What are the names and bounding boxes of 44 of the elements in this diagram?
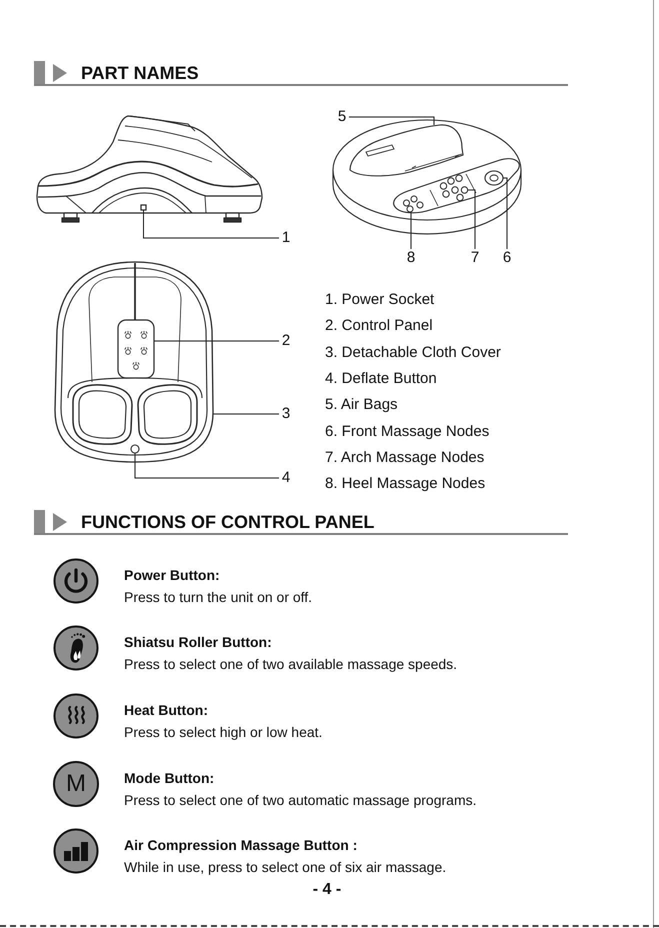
callout-number: 4 <box>279 469 293 487</box>
leader-line <box>410 212 412 250</box>
part-list-item: 3. Detachable Cloth Cover <box>325 344 501 362</box>
callout-number: 8 <box>404 249 418 267</box>
function-description: Press to select one of two automatic massage programs. <box>124 791 476 809</box>
leader-line <box>134 452 280 478</box>
air-bag <box>349 124 464 176</box>
control-panel <box>117 319 155 379</box>
front-roller <box>484 170 504 186</box>
power-socket <box>140 204 147 211</box>
function-description: Press to turn the unit on or off. <box>124 588 312 606</box>
function-heading: Heat Button: <box>124 701 208 719</box>
arch-node-cluster <box>440 174 468 202</box>
section-heading: FUNCTIONS OF CONTROL PANEL <box>81 512 374 532</box>
function-description: Press to select one of two available massage speeds. <box>124 655 458 673</box>
callout-number: 2 <box>279 332 293 350</box>
callout-number: 5 <box>335 108 349 126</box>
part-list-item: 8. Heel Massage Nodes <box>325 475 486 494</box>
heel-node-cluster <box>403 196 424 212</box>
leader-line <box>143 210 280 238</box>
function-heading: Power Button: <box>124 566 220 584</box>
callout-number: 3 <box>279 405 293 423</box>
function-heading: Shiatsu Roller Button: <box>124 633 272 651</box>
function-description: Press to select high or low heat. <box>124 723 322 741</box>
callout-number: 7 <box>468 249 482 267</box>
leader-line <box>348 116 434 126</box>
function-heading: Air Compression Massage Button : <box>124 836 358 854</box>
leader-line <box>154 340 280 342</box>
part-list-item: 2. Control Panel <box>325 317 433 336</box>
part-list-item: 7. Arch Massage Nodes <box>325 448 484 467</box>
leader-line <box>468 190 476 250</box>
part-list-item: 1. Power Socket <box>325 291 434 309</box>
function-description: While in use, press to select one of six air massage. <box>124 858 446 876</box>
function-heading: Mode Button: <box>124 769 214 787</box>
section-heading: PART NAMES <box>81 63 199 83</box>
callout-number: 1 <box>279 229 293 247</box>
mode-button-symbol: M <box>53 761 99 807</box>
deflate-button <box>130 444 140 454</box>
page-number: - 4 - <box>312 881 342 899</box>
part-list-item: 5. Air Bags <box>325 396 398 414</box>
callout-number: 6 <box>500 249 514 267</box>
part-list-item: 4. Deflate Button <box>325 370 437 388</box>
leader-line <box>502 178 508 250</box>
part-list-item: 6. Front Massage Nodes <box>325 422 490 440</box>
